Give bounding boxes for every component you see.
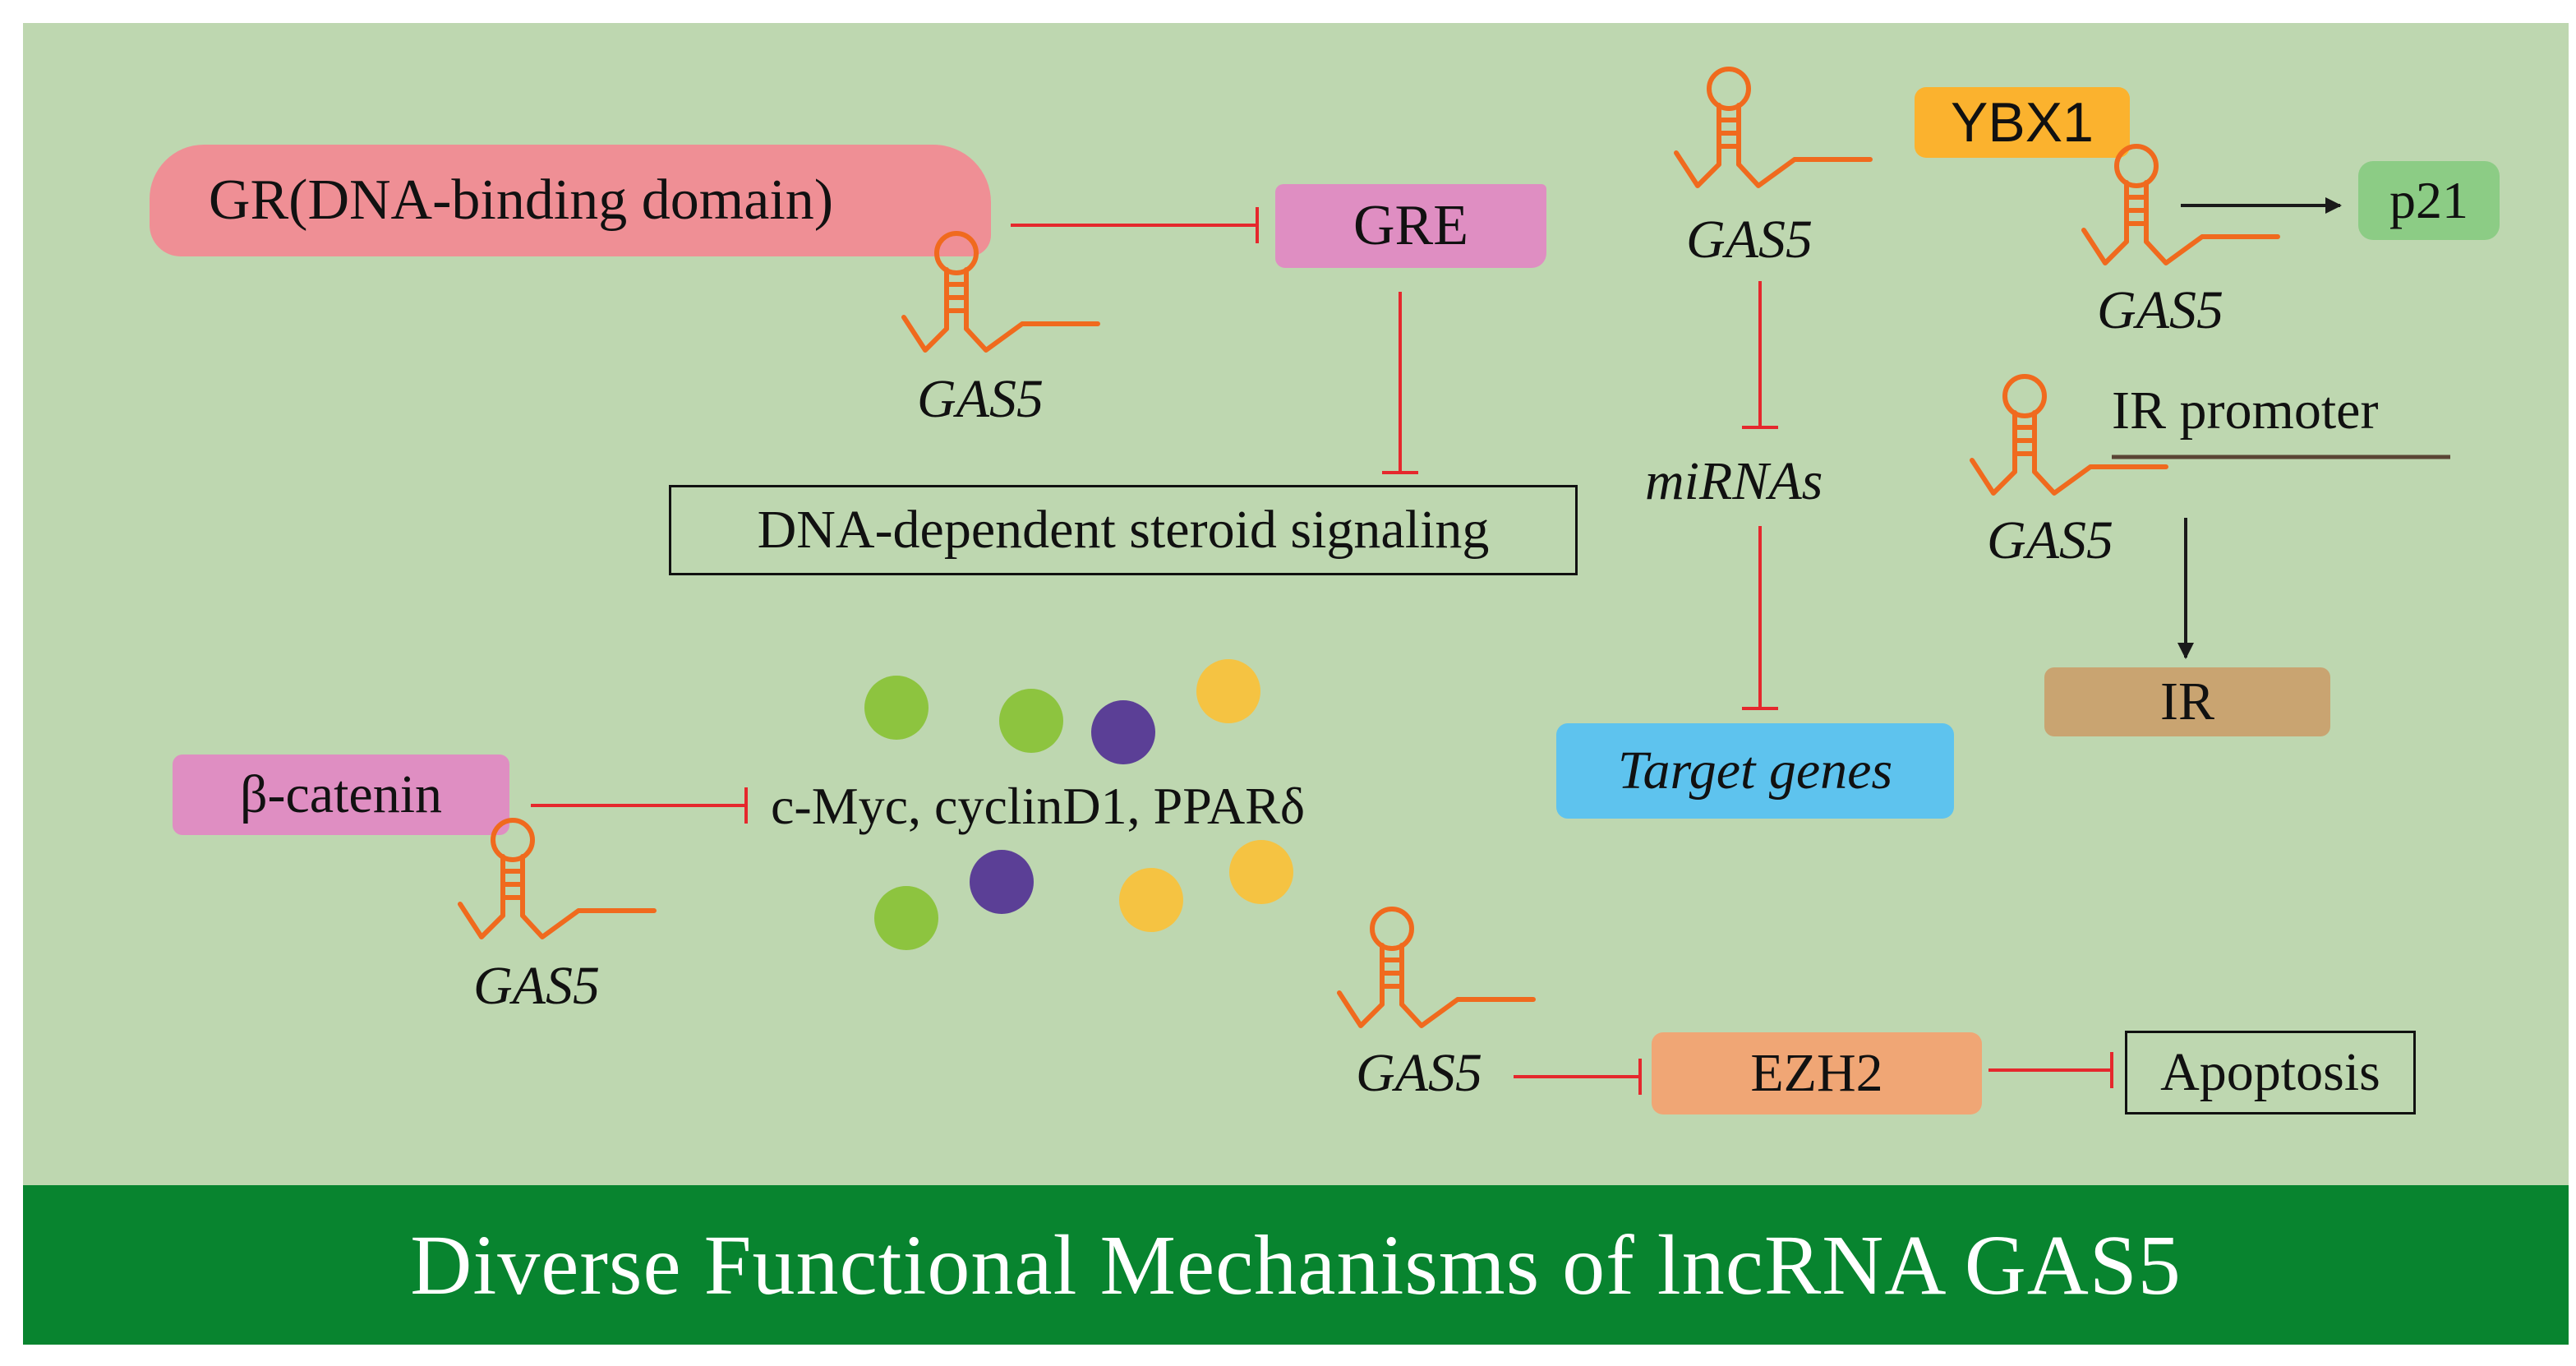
molecule-dot — [999, 689, 1063, 753]
ezh2-box: EZH2 — [1652, 1032, 1982, 1114]
p21-label: p21 — [2389, 171, 2468, 229]
apoptosis-label: Apoptosis — [2160, 1042, 2380, 1102]
ir-promoter-label: IR promoter — [2112, 381, 2379, 441]
gas5-mirna-label: GAS5 — [1686, 210, 1813, 270]
gre-label: GRE — [1353, 194, 1468, 257]
ezh2-label: EZH2 — [1750, 1043, 1883, 1103]
gas5-hairpin-icon — [458, 818, 657, 939]
steroid-signaling-label: DNA-dependent steroid signaling — [757, 500, 1490, 560]
target-genes-box: Target genes — [1556, 723, 1954, 819]
gas5-hairpin-icon — [901, 231, 1100, 353]
link-mirnas-targetgenes-inhibition — [1742, 526, 1778, 710]
gas5-ybx1-label: GAS5 — [2097, 280, 2223, 340]
mirnas-label: miRNAs — [1645, 451, 1823, 511]
gas5-hairpin-icon — [1337, 907, 1536, 1028]
link-ezh2-apoptosis-inhibition — [1988, 1052, 2113, 1088]
figure-title: Diverse Functional Mechanisms of lncRNA … — [410, 1217, 2182, 1313]
gas5-gr-label: GAS5 — [917, 369, 1044, 429]
molecule-dot — [1229, 840, 1293, 904]
apoptosis-box: Apoptosis — [2125, 1031, 2416, 1114]
gas5-hairpin-icon — [1674, 67, 1873, 188]
catenin-targets-label: c-Myc, cyclinD1, PPARδ — [771, 777, 1305, 835]
molecule-dot — [864, 676, 929, 740]
gas5-ezh2-label: GAS5 — [1356, 1043, 1482, 1103]
gr-box: GR(DNA-binding domain) — [150, 145, 991, 256]
gas5-hairpin-icon — [2081, 144, 2280, 265]
link-gre-steroid-inhibition — [1382, 292, 1418, 474]
gre-box: GRE — [1275, 184, 1546, 268]
gas5-catenin-label: GAS5 — [473, 956, 600, 1016]
link-gas5-mirnas-inhibition — [1742, 281, 1778, 429]
link-gas5-ezh2-inhibition — [1514, 1059, 1642, 1095]
title-banner: Diverse Functional Mechanisms of lncRNA … — [23, 1185, 2569, 1345]
beta-catenin-box: β-catenin — [173, 755, 509, 835]
target-genes-label: Target genes — [1617, 741, 1893, 801]
molecule-dot — [1119, 868, 1183, 932]
gr-label: GR(DNA-binding domain) — [208, 168, 834, 232]
ybx1-box: YBX1 — [1915, 87, 2130, 158]
molecule-dot — [1196, 659, 1260, 723]
link-catenin-targets-inhibition — [531, 787, 748, 824]
link-gas5-gre-inhibition — [1011, 207, 1259, 243]
ir-box: IR — [2044, 667, 2330, 736]
molecule-dot — [1091, 700, 1155, 764]
steroid-signaling-box: DNA-dependent steroid signaling — [669, 485, 1578, 575]
p21-box: p21 — [2358, 161, 2500, 240]
ybx1-label: YBX1 — [1951, 91, 2094, 154]
molecule-dot — [970, 850, 1034, 914]
ir-label: IR — [2160, 671, 2214, 731]
gas5-hairpin-icon — [1970, 374, 2168, 496]
gas5-ir-label: GAS5 — [1987, 510, 2113, 570]
molecule-dot — [874, 886, 938, 950]
beta-catenin-label: β-catenin — [239, 764, 443, 824]
